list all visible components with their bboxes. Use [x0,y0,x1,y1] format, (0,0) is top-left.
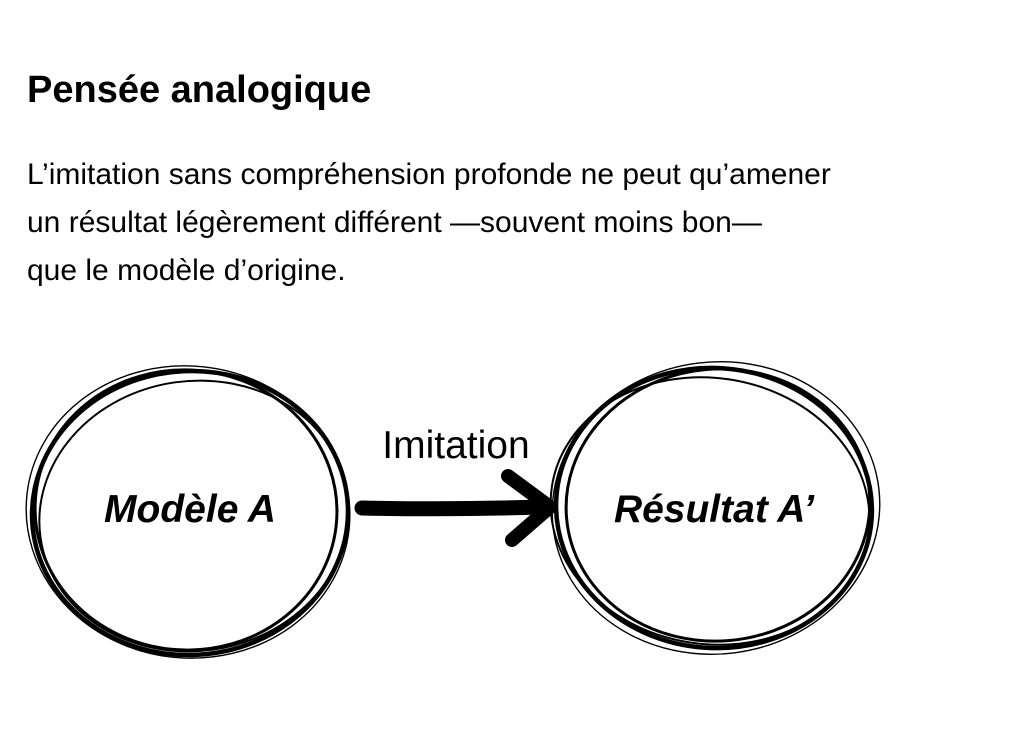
description-line-1: L’imitation sans compréhension profonde … [27,158,831,191]
arrow-shaft [354,499,548,517]
node-source-circle [25,365,351,659]
edge-label: Imitation [382,424,529,467]
node-source: Modèle A [25,365,351,659]
description-line-2: un résultat légèrement différent —souven… [27,206,762,239]
description-line-3: que le modèle d’origine. [27,254,346,287]
node-result-label: Résultat A’ [614,488,815,531]
node-result: Résultat A’ [549,361,881,655]
analogy-diagram: Modèle A Imitation Résultat A’ [25,361,881,659]
description-paragraph: L’imitation sans compréhension profonde … [27,151,831,295]
page-title: Pensée analogique [27,69,372,111]
node-source-label: Modèle A [104,488,276,531]
imitation-arrow: Imitation [354,424,557,547]
node-result-circle [549,361,881,655]
